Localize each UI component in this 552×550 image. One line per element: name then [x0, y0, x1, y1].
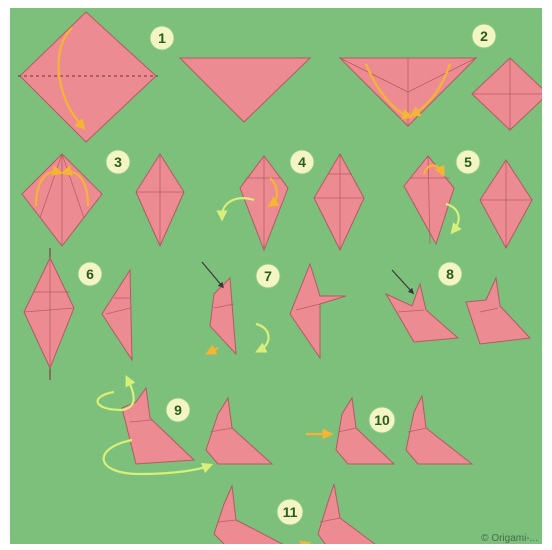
step-badge-6: 6: [78, 262, 102, 286]
step-badge-7: 7: [256, 264, 280, 288]
step-badge-10: 10: [369, 407, 395, 433]
step-3-kite-fold: [22, 154, 102, 246]
step-7-result: [290, 264, 346, 358]
step-2-diamond: [472, 58, 542, 130]
step-badge-3: 3: [106, 150, 130, 174]
step-number: 11: [283, 504, 298, 520]
step-number: 5: [464, 154, 472, 170]
step-9-result: [206, 398, 272, 464]
step-11-result: [318, 484, 380, 544]
step-badge-9: 9: [166, 398, 190, 422]
step-number: 3: [114, 154, 122, 170]
origami-diagram-panel: 1 2 3 4 5 6 7 8 9 10 11 © Origami-...: [10, 8, 542, 544]
step-number: 8: [446, 266, 454, 282]
step-6-result: [102, 270, 132, 360]
step-1-triangle: [180, 58, 310, 122]
step-badge-5: 5: [456, 150, 480, 174]
step-number: 4: [298, 154, 306, 170]
step-number: 2: [480, 28, 488, 44]
step-number: 7: [264, 268, 272, 284]
step-number: 1: [158, 30, 166, 46]
step-5-result: [480, 160, 532, 248]
step-badge-4: 4: [290, 150, 314, 174]
step-number: 9: [174, 402, 182, 418]
step-badge-2: 2: [472, 24, 496, 48]
step-9-fold: [98, 380, 208, 474]
step-10-result: [406, 396, 472, 464]
step-4-result: [314, 154, 364, 250]
step-badge-11: 11: [277, 499, 303, 525]
step-number: 10: [374, 412, 390, 428]
step-badge-8: 8: [438, 262, 462, 286]
origami-diagram: 1 2 3 4 5 6 7 8 9 10 11: [10, 8, 542, 544]
step-3-kite: [136, 154, 184, 246]
step-4-kite-fold: [222, 156, 288, 250]
credit-text: © Origami-...: [481, 533, 538, 544]
step-number: 6: [86, 266, 94, 282]
step-6-fold: [24, 248, 74, 380]
step-5-kite-fold: [404, 156, 459, 244]
step-badge-1: 1: [150, 26, 174, 50]
step-8-result: [466, 278, 530, 344]
step-2-triangle-fold: [340, 58, 476, 126]
step-1-square: [18, 12, 158, 142]
